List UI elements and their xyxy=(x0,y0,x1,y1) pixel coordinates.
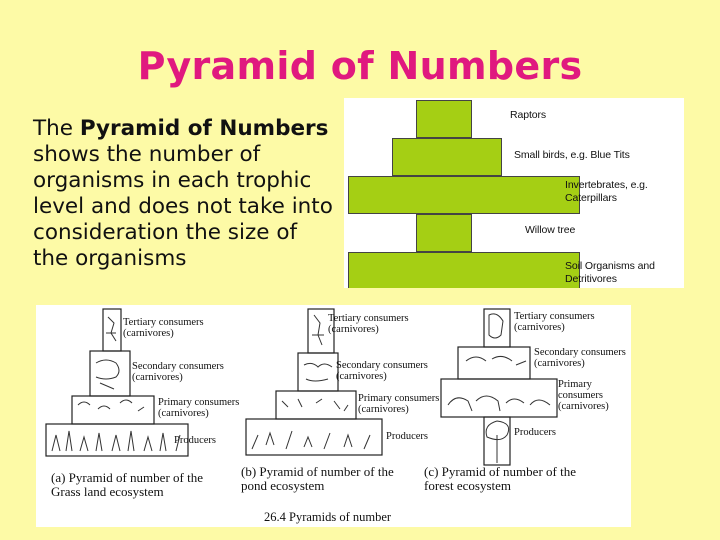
body-text-rest: shows the number of organisms in each tr… xyxy=(33,142,333,271)
pyramid-label-invertebrates: Invertebrates, e.g. Caterpillars xyxy=(565,179,665,205)
forest-secondary-block xyxy=(458,347,530,379)
pyramid-label-willow-tree: Willow tree xyxy=(525,224,625,237)
pyramid-label-raptors: Raptors xyxy=(510,109,580,122)
pond-fish-sketch xyxy=(304,363,332,381)
grassland-primary-block xyxy=(72,396,154,424)
pyramid-bar-willow-tree xyxy=(416,214,472,252)
forest-label-tertiary: Tertiary consumers (carnivores) xyxy=(514,311,614,333)
forest-label-producers: Producers xyxy=(514,427,574,438)
green-pyramid-diagram: Raptors Small birds, e.g. Blue Tits Inve… xyxy=(344,98,684,288)
grassland-insects-sketch xyxy=(78,400,144,411)
figure-title: 26.4 Pyramids of number xyxy=(264,510,424,525)
grassland-label-producers: Producers xyxy=(174,435,234,446)
forest-label-primary: Primary consumers (carnivores) xyxy=(558,379,630,412)
grassland-label-secondary: Secondary consumers (carnivores) xyxy=(132,361,232,383)
grassland-secondary-block xyxy=(90,351,130,396)
grassland-label-tertiary: Tertiary consumers (carnivores) xyxy=(123,317,223,339)
slide-title: Pyramid of Numbers xyxy=(0,44,720,88)
forest-birds-sketch xyxy=(466,356,526,365)
pond-label-tertiary: Tertiary consumers (carnivores) xyxy=(328,313,428,335)
grassland-grass-sketch xyxy=(52,431,180,451)
grassland-caption: (a) Pyramid of number of the Grass land … xyxy=(51,471,221,499)
forest-label-secondary: Secondary consumers (carnivores) xyxy=(534,347,630,369)
forest-caption: (c) Pyramid of number of the forest ecos… xyxy=(424,465,594,493)
grassland-snake-sketch xyxy=(96,360,119,389)
pyramid-bar-small-birds xyxy=(392,138,502,176)
forest-herbivores-sketch xyxy=(448,396,550,411)
pyramid-bar-invertebrates xyxy=(348,176,580,214)
pond-phytoplankton-sketch xyxy=(252,431,370,449)
slide-body-text: The Pyramid of Numbers shows the number … xyxy=(33,116,333,272)
pond-caption: (b) Pyramid of number of the pond ecosys… xyxy=(241,465,411,493)
body-text-bold: Pyramid of Numbers xyxy=(80,116,329,141)
pond-label-secondary: Secondary consumers (carnivores) xyxy=(336,360,436,382)
grassland-label-primary: Primary consumers (carnivores) xyxy=(158,397,244,419)
pond-primary-block xyxy=(276,391,356,419)
grassland-hawk-sketch xyxy=(106,317,116,341)
pond-zooplankton-sketch xyxy=(282,399,348,411)
pond-fish-large-sketch xyxy=(312,315,324,345)
forest-tree-sketch xyxy=(486,421,509,463)
pyramids-figure: Tertiary consumers (carnivores) Secondar… xyxy=(36,305,631,527)
pond-label-producers: Producers xyxy=(386,431,446,442)
pond-label-primary: Primary consumers (carnivores) xyxy=(358,393,444,415)
pyramid-label-small-birds: Small birds, e.g. Blue Tits xyxy=(514,149,684,162)
pyramid-bar-soil-organisms xyxy=(348,252,580,288)
body-text-prefix: The xyxy=(33,116,80,141)
forest-lion-sketch xyxy=(489,314,503,338)
pyramid-label-soil-organisms: Soil Organisms and Detritivores xyxy=(565,260,675,286)
pond-secondary-block xyxy=(298,353,338,391)
pyramid-bar-raptors xyxy=(416,100,472,138)
pond-producers-block xyxy=(246,419,382,455)
